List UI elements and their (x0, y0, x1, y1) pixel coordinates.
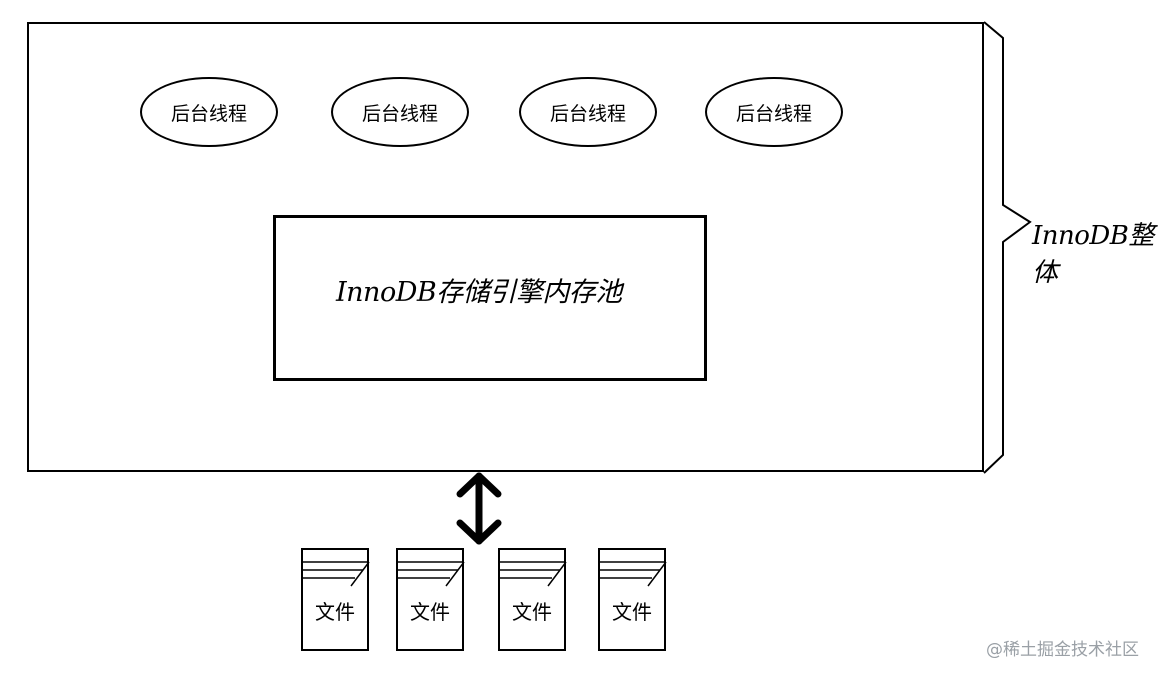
file-lines-icon (500, 561, 567, 587)
innodb-brace (983, 21, 1032, 474)
innodb-whole-label: InnoDB整体 (1032, 221, 1154, 288)
memory-pool-label: InnoDB存储引擎内存池 (336, 277, 622, 308)
watermark: @稀土掘金技术社区 (986, 640, 1139, 660)
thread-label: 后台线程 (170, 102, 247, 125)
file-label: 文件 (612, 600, 652, 624)
file-item-2: 文件 (396, 548, 465, 651)
background-thread-3: 后台线程 (519, 77, 657, 147)
thread-label: 后台线程 (549, 102, 626, 125)
file-item-1: 文件 (301, 548, 370, 651)
file-lines-icon (398, 561, 465, 587)
memory-pool-box: InnoDB存储引擎内存池 (273, 215, 707, 381)
background-thread-1: 后台线程 (140, 77, 278, 147)
file-lines-icon (303, 561, 370, 587)
file-label: 文件 (315, 600, 355, 624)
thread-label: 后台线程 (361, 102, 438, 125)
file-lines-icon (600, 561, 667, 587)
file-label: 文件 (410, 600, 450, 624)
background-thread-4: 后台线程 (705, 77, 843, 147)
file-label: 文件 (512, 600, 552, 624)
thread-label: 后台线程 (735, 102, 812, 125)
innodb-outer-box (27, 22, 984, 472)
file-item-3: 文件 (498, 548, 567, 651)
file-item-4: 文件 (598, 548, 667, 651)
background-thread-2: 后台线程 (331, 77, 469, 147)
double-arrow-icon (456, 472, 502, 545)
